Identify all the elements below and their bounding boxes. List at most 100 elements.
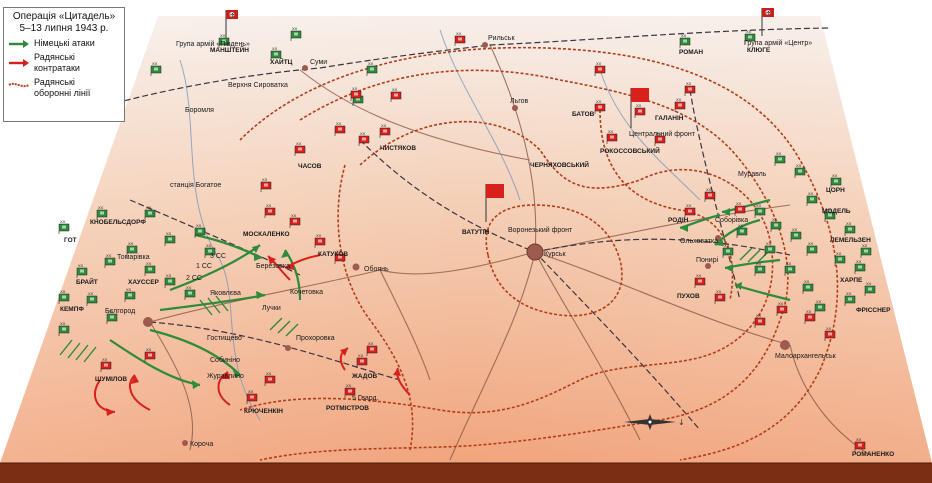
soviet-unit-32: XX xyxy=(366,341,378,356)
german-unit-18-symbol xyxy=(62,295,66,299)
soviet-unit-33-echelon: XX xyxy=(856,437,862,442)
german-unit-35-symbol xyxy=(768,247,772,251)
soviet-unit-2-echelon: XX xyxy=(381,123,387,128)
legend-soviet: Радянські контратаки xyxy=(8,52,120,74)
label-ponyri: Понирі xyxy=(696,256,719,264)
german-unit-4-echelon: XX xyxy=(368,61,374,66)
soviet-unit-4-symbol xyxy=(264,183,268,187)
german-unit-1-symbol xyxy=(274,52,278,56)
soviet-unit-25: XX xyxy=(824,326,836,341)
german-unit-44: XX xyxy=(830,173,842,188)
soviet-unit-10: XX xyxy=(390,87,402,102)
german-unit-44-symbol xyxy=(834,179,838,183)
soviet-unit-19-symbol xyxy=(738,207,742,211)
soviet-unit-5: XX xyxy=(264,203,276,218)
soviet-unit-11-echelon: XX xyxy=(456,31,462,36)
soviet-unit-27: XX xyxy=(144,347,156,362)
german-unit-38: XX xyxy=(844,291,856,306)
soviet-unit-35-echelon: XX xyxy=(608,129,614,134)
german-unit-33-symbol xyxy=(838,257,842,261)
german-unit-28: XX xyxy=(824,207,836,222)
soviet-unit-23: XX xyxy=(776,301,788,316)
german-unit-21: XX xyxy=(58,321,70,336)
towns xyxy=(143,42,790,446)
german-unit-10: XX xyxy=(194,223,206,238)
label-kryuchenkin: КРЮЧЕНКІН xyxy=(244,408,283,415)
german-unit-23-echelon: XX xyxy=(681,33,687,38)
german-unit-39: XX xyxy=(864,281,876,296)
german-unit-24-symbol xyxy=(748,35,752,39)
soviet-unit-35-symbol xyxy=(610,135,614,139)
german-unit-26-echelon: XX xyxy=(796,163,802,168)
kursk-marker xyxy=(526,243,544,261)
label-kluge: КЛЮГЕ xyxy=(747,47,771,54)
green-arrow-icon xyxy=(9,39,29,48)
german-unit-1-echelon: XX xyxy=(272,46,278,51)
defense-line-icon xyxy=(8,82,30,88)
soviet-flag-voronezh-front xyxy=(485,184,504,222)
german-unit-36-echelon: XX xyxy=(786,261,792,266)
soviet-unit-13-symbol xyxy=(638,109,642,113)
soviet-unit-20: XX xyxy=(694,273,706,288)
german-unit-11-echelon: XX xyxy=(206,243,212,248)
german-unit-39-symbol xyxy=(868,287,872,291)
soviet-unit-9-echelon: XX xyxy=(352,86,358,91)
soviet-unit-9: XX xyxy=(350,86,362,101)
label-hausser: ХАУССЕР xyxy=(128,279,160,286)
soviet-unit-8: XX xyxy=(334,249,346,264)
german-unit-31-echelon: XX xyxy=(792,227,798,232)
german-unit-18-echelon: XX xyxy=(60,289,66,294)
label-rotmistrov: РОТМІСТРОВ xyxy=(326,405,369,412)
soviet-defense-lines xyxy=(239,46,839,461)
soviet-unit-31-echelon: XX xyxy=(346,383,352,388)
belgorod-marker xyxy=(143,317,153,327)
german-unit-10-symbol xyxy=(198,229,202,233)
soviet-unit-19-echelon: XX xyxy=(736,201,742,206)
german-unit-16-echelon: XX xyxy=(166,273,172,278)
german-unit-6-echelon: XX xyxy=(60,219,66,224)
german-unit-0-symbol xyxy=(222,39,226,43)
german-unit-2-echelon: XX xyxy=(152,61,158,66)
german-unit-38-echelon: XX xyxy=(846,291,852,296)
german-unit-40-symbol xyxy=(818,305,822,309)
german-unit-17: XX xyxy=(184,285,196,300)
german-unit-8: XX xyxy=(144,205,156,220)
label-romanenko: РОМАНЕНКО xyxy=(852,451,894,458)
german-unit-22-echelon: XX xyxy=(126,287,132,292)
german-unit-0: XX xyxy=(218,33,230,48)
label-pukhov: ПУХОВ xyxy=(677,293,700,300)
soviet-unit-24-symbol xyxy=(808,315,812,319)
soviet-unit-14: XX xyxy=(674,97,686,112)
german-unit-15-echelon: XX xyxy=(146,261,152,266)
german-unit-19-symbol xyxy=(90,297,94,301)
german-unit-20: XX xyxy=(106,309,118,324)
label-chasov: ЧАСОВ xyxy=(298,163,322,170)
soviet-unit-19: XX xyxy=(734,201,746,216)
german-unit-21-echelon: XX xyxy=(60,321,66,326)
soviet-unit-6: XX xyxy=(289,213,301,228)
label-knobelsdorff: КНОБЕЛЬСДОРФ xyxy=(90,219,146,226)
label-malo: Малоархангельськ xyxy=(775,353,837,360)
soviet-unit-31-symbol xyxy=(348,389,352,393)
label-katukov: КАТУКОВ xyxy=(318,251,348,258)
svg-text:✠: ✠ xyxy=(766,10,770,16)
label-rylsk: Рильськ xyxy=(488,35,515,42)
german-unit-20-echelon: XX xyxy=(108,309,114,314)
label-got: ГОТ xyxy=(64,237,77,244)
soviet-unit-16: XX xyxy=(594,61,606,76)
german-unit-42-symbol xyxy=(740,229,744,233)
soviet-unit-30-echelon: XX xyxy=(358,353,364,358)
german-unit-23-symbol xyxy=(683,39,687,43)
soviet-unit-1: XX xyxy=(358,131,370,146)
soviet-unit-8-echelon: XX xyxy=(336,249,342,254)
legend-dates: 5–13 липня 1943 р. xyxy=(19,23,109,34)
soviet-unit-0: XX xyxy=(294,141,306,156)
german-unit-16-symbol xyxy=(168,279,172,283)
soviet-unit-2-symbol xyxy=(383,129,387,133)
german-unit-14-symbol xyxy=(130,247,134,251)
soviet-unit-12-echelon: XX xyxy=(596,99,602,104)
german-unit-32: XX xyxy=(806,241,818,256)
soviet-unit-2: XX xyxy=(379,123,391,138)
